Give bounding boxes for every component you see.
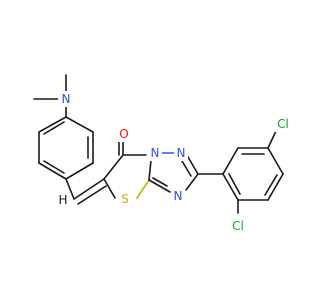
bond-aryl-1 <box>65 116 94 133</box>
bond-aryl-6 <box>38 116 67 133</box>
bond-vinyl-exocyclic-double <box>73 178 105 200</box>
atom-s-thiazole: S <box>121 192 129 206</box>
atom-n-triazole-bottom: N <box>174 189 183 203</box>
bond-c5-s <box>103 178 116 199</box>
bond-cl-para <box>267 130 277 149</box>
bond-aryl-3 <box>65 162 94 180</box>
atom-label-layer: N O S N N N Cl Cl H <box>57 91 293 234</box>
bond-ntop-c2 <box>187 156 199 175</box>
bond-c7a-nbridge <box>148 159 152 181</box>
bond-aryl2-inner-2 <box>264 174 278 196</box>
atom-h-vinyl: H <box>58 193 67 207</box>
bond-aryl-4 <box>38 162 67 180</box>
bond-aryl-vinyl <box>65 178 75 200</box>
bond-nbottom-c7a-double <box>152 177 168 187</box>
bond-aryl2-1 <box>222 147 239 175</box>
atom-cl-ortho: Cl <box>232 219 244 233</box>
atom-n-dimethylamino: N <box>62 92 71 106</box>
bond-c5-c6 <box>103 154 124 180</box>
bond-aryl2-inner-3 <box>228 173 241 195</box>
atom-cl-para: Cl <box>277 117 289 131</box>
bond-aryl-inner-2 <box>43 160 65 174</box>
bond-nbottom-c7a <box>148 179 171 193</box>
bond-aryl2-6 <box>222 173 239 201</box>
bond-s-c7a <box>136 179 150 199</box>
atom-o-carbonyl: O <box>119 127 128 141</box>
bond-layer <box>33 74 284 214</box>
bond-aryl2-4 <box>267 173 284 201</box>
bond-aryl2-3 <box>267 147 284 175</box>
atom-n-bridge: N <box>151 146 160 160</box>
bond-ntop-c2-double <box>181 160 192 177</box>
bond-c2-nbottom <box>185 173 199 191</box>
bond-vinyl-exocyclic-double-2 <box>77 185 107 205</box>
molecule-structure: N O S N N N Cl Cl H <box>33 74 293 234</box>
atom-n-triazole-top: N <box>177 146 186 160</box>
bond-aryl-inner-3 <box>43 121 65 135</box>
